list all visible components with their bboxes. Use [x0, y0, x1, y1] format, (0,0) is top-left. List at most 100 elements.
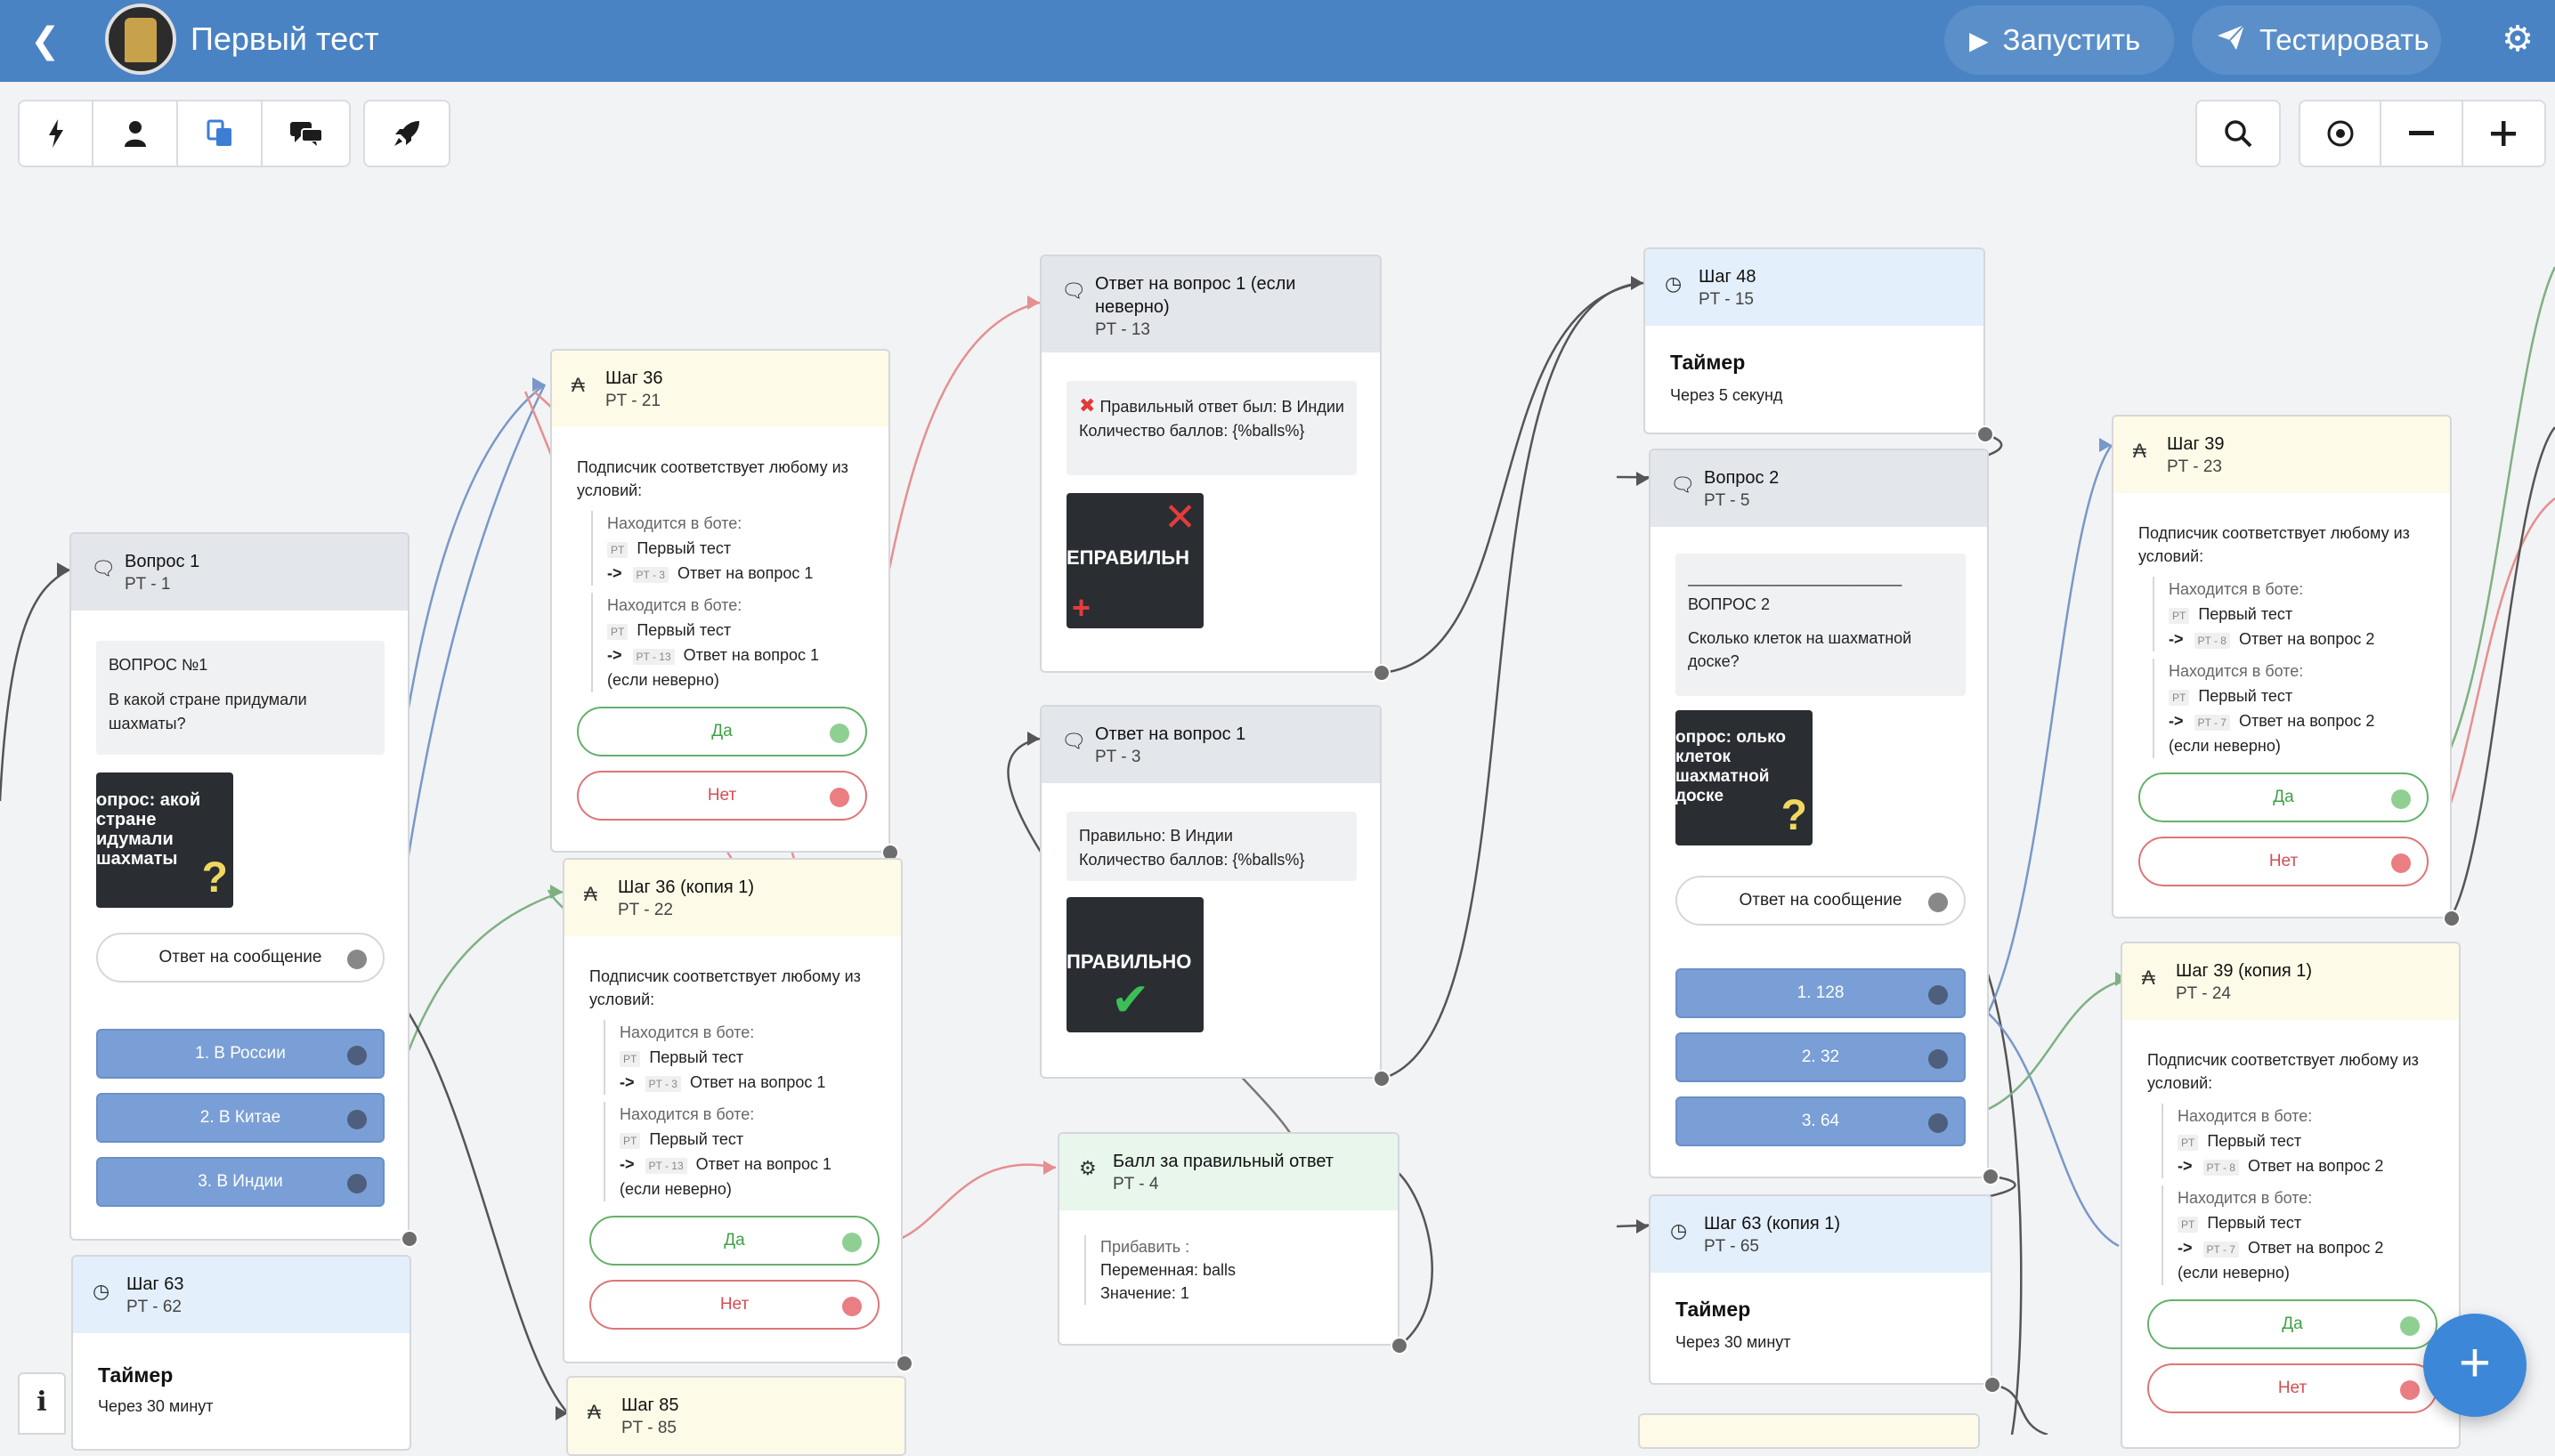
output-port[interactable]: [1928, 1113, 1948, 1133]
yes-button[interactable]: Да: [577, 707, 867, 756]
condition-label: Находится в боте:: [620, 1105, 755, 1123]
output-port[interactable]: [2400, 1316, 2420, 1336]
node-step-48[interactable]: ◷ Шаг 48 PT - 15 Таймер Через 5 секунд: [1643, 247, 1985, 434]
bolt-icon[interactable]: [20, 101, 94, 166]
node-title: Ответ на вопрос 1 (если неверно): [1095, 274, 1296, 317]
output-port[interactable]: [842, 1233, 862, 1252]
output-port[interactable]: [2391, 789, 2411, 809]
yes-button[interactable]: Да: [2138, 772, 2429, 822]
reply-label: Ответ на сообщение: [158, 948, 322, 967]
output-port[interactable]: [1373, 664, 1391, 682]
node-step-39-copy[interactable]: ₳ Шаг 39 (копия 1) PT - 24 Подписчик соо…: [2121, 942, 2461, 1449]
info-icon[interactable]: i: [18, 1372, 66, 1435]
add-node-button[interactable]: +: [2423, 1314, 2527, 1417]
reply-button[interactable]: Ответ на сообщение: [96, 933, 385, 983]
plus-icon[interactable]: [2463, 101, 2544, 166]
branch-icon: ₳: [584, 883, 597, 905]
node-answer-wrong[interactable]: 🗨 Ответ на вопрос 1 (если неверно) PT - …: [1040, 255, 1382, 673]
no-button[interactable]: Нет: [2138, 837, 2429, 886]
run-button[interactable]: ▶ Запустить: [1944, 5, 2174, 75]
output-port[interactable]: [1928, 985, 1948, 1005]
output-port[interactable]: [1928, 1049, 1948, 1069]
node-question-1[interactable]: 🗨 Вопрос 1 PT - 1 ВОПРОС №1 В какой стра…: [69, 532, 410, 1241]
output-port[interactable]: [1928, 893, 1948, 912]
arrow-label: ->: [2178, 1239, 2193, 1257]
pt-tag: PT - 8: [2202, 1160, 2239, 1176]
message-text: ВОПРОС №1 В какой стране придумали шахма…: [96, 641, 385, 755]
node-question-2[interactable]: 🗨 Вопрос 2 PT - 5 ______________________…: [1649, 449, 1989, 1178]
node-step-36[interactable]: ₳ Шаг 36 PT - 21 Подписчик соответствует…: [550, 349, 890, 853]
node-step-39[interactable]: ₳ Шаг 39 PT - 23 Подписчик соответствует…: [2112, 415, 2452, 918]
yes-button[interactable]: Да: [589, 1216, 880, 1266]
output-port[interactable]: [2443, 910, 2461, 927]
target-icon[interactable]: [2300, 101, 2382, 166]
output-port[interactable]: [347, 950, 367, 969]
message-line: Количество баллов: {%balls%}: [1079, 422, 1305, 440]
choice-button-2[interactable]: 2. 32: [1675, 1032, 1966, 1082]
condition-tail: (если неверно): [2178, 1264, 2290, 1282]
timer-desc: Через 30 минут: [1675, 1333, 1791, 1351]
choice-button-3[interactable]: 3. В Индии: [96, 1157, 385, 1207]
choice-label: 2. 32: [1801, 1048, 1840, 1066]
test-button[interactable]: Тестировать: [2192, 5, 2441, 75]
pt-tag: PT: [2169, 608, 2190, 624]
output-port[interactable]: [1373, 1070, 1391, 1088]
page-title: Первый тест: [191, 20, 379, 57]
action-line: Значение: 1: [1100, 1284, 1189, 1302]
copy-icon[interactable]: [178, 101, 264, 166]
node-step-63[interactable]: ◷ Шаг 63 PT - 62 Таймер Через 30 минут: [71, 1255, 411, 1451]
no-button[interactable]: Нет: [2147, 1363, 2437, 1413]
node-partial-bottom[interactable]: [1638, 1413, 1980, 1449]
choice-button-2[interactable]: 2. В Китае: [96, 1093, 385, 1143]
pt-tag: PT - 7: [2202, 1242, 2239, 1258]
top-bar: ❮ Первый тест ▶ Запустить Тестировать ⚙: [0, 0, 2555, 82]
search-icon[interactable]: [2197, 101, 2279, 166]
node-header: ₳ Шаг 85 PT - 85: [568, 1378, 904, 1454]
output-port[interactable]: [830, 724, 849, 743]
user-icon[interactable]: [93, 101, 179, 166]
node-title: Шаг 63 (копия 1): [1704, 1214, 1841, 1234]
node-step-85[interactable]: ₳ Шаг 85 PT - 85: [566, 1376, 906, 1456]
output-port[interactable]: [2391, 853, 2411, 873]
message-line: Правильно: В Индии: [1079, 827, 1233, 845]
output-port[interactable]: [2400, 1380, 2420, 1400]
output-port[interactable]: [842, 1297, 862, 1316]
choice-button-3[interactable]: 3. 64: [1675, 1096, 1966, 1146]
output-port[interactable]: [830, 788, 849, 807]
condition-label: Находится в боте:: [2169, 580, 2304, 598]
node-title: Шаг 63: [126, 1274, 184, 1294]
choice-button-1[interactable]: 1. В России: [96, 1029, 385, 1079]
output-port[interactable]: [1391, 1337, 1408, 1355]
chat-icon[interactable]: [263, 101, 349, 166]
node-step-63-copy[interactable]: ◷ Шаг 63 (копия 1) PT - 65 Таймер Через …: [1649, 1194, 1992, 1385]
output-port[interactable]: [1983, 1376, 2001, 1394]
output-port[interactable]: [347, 1110, 367, 1129]
node-title: Балл за правильный ответ: [1113, 1152, 1334, 1171]
yes-button[interactable]: Да: [2147, 1299, 2437, 1349]
node-answer-right[interactable]: 🗨 Ответ на вопрос 1 PT - 3 Правильно: В …: [1040, 705, 1382, 1079]
message-line: Правильный ответ был: В Индии: [1099, 398, 1344, 416]
no-label: Нет: [2268, 852, 2299, 870]
rocket-icon[interactable]: [365, 101, 449, 166]
choice-button-1[interactable]: 1. 128: [1675, 968, 1966, 1018]
gear-icon[interactable]: ⚙: [2502, 20, 2534, 59]
no-button[interactable]: Нет: [577, 771, 867, 821]
message-text: ________________________ ВОПРОС 2 Скольк…: [1675, 554, 1966, 696]
minus-icon[interactable]: [2381, 101, 2463, 166]
output-port[interactable]: [401, 1230, 418, 1248]
back-arrow-icon[interactable]: ❮: [30, 21, 61, 61]
reply-button[interactable]: Ответ на сообщение: [1675, 876, 1966, 926]
output-port[interactable]: [347, 1046, 367, 1065]
node-step-36-copy[interactable]: ₳ Шаг 36 (копия 1) PT - 22 Подписчик соо…: [563, 858, 903, 1363]
output-port[interactable]: [347, 1174, 367, 1193]
bot-name: Первый тест: [637, 621, 732, 639]
output-port[interactable]: [1976, 425, 1994, 443]
output-port[interactable]: [896, 1355, 913, 1372]
node-score-action[interactable]: ⚙ Балл за правильный ответ PT - 4 Прибав…: [1058, 1132, 1399, 1346]
target-name: Ответ на вопрос 1: [695, 1155, 832, 1173]
reply-label: Ответ на сообщение: [1739, 891, 1902, 910]
condition-intro: Подписчик соответствует любому из услови…: [2147, 1051, 2419, 1092]
output-port[interactable]: [1982, 1168, 1999, 1185]
no-button[interactable]: Нет: [589, 1280, 880, 1330]
